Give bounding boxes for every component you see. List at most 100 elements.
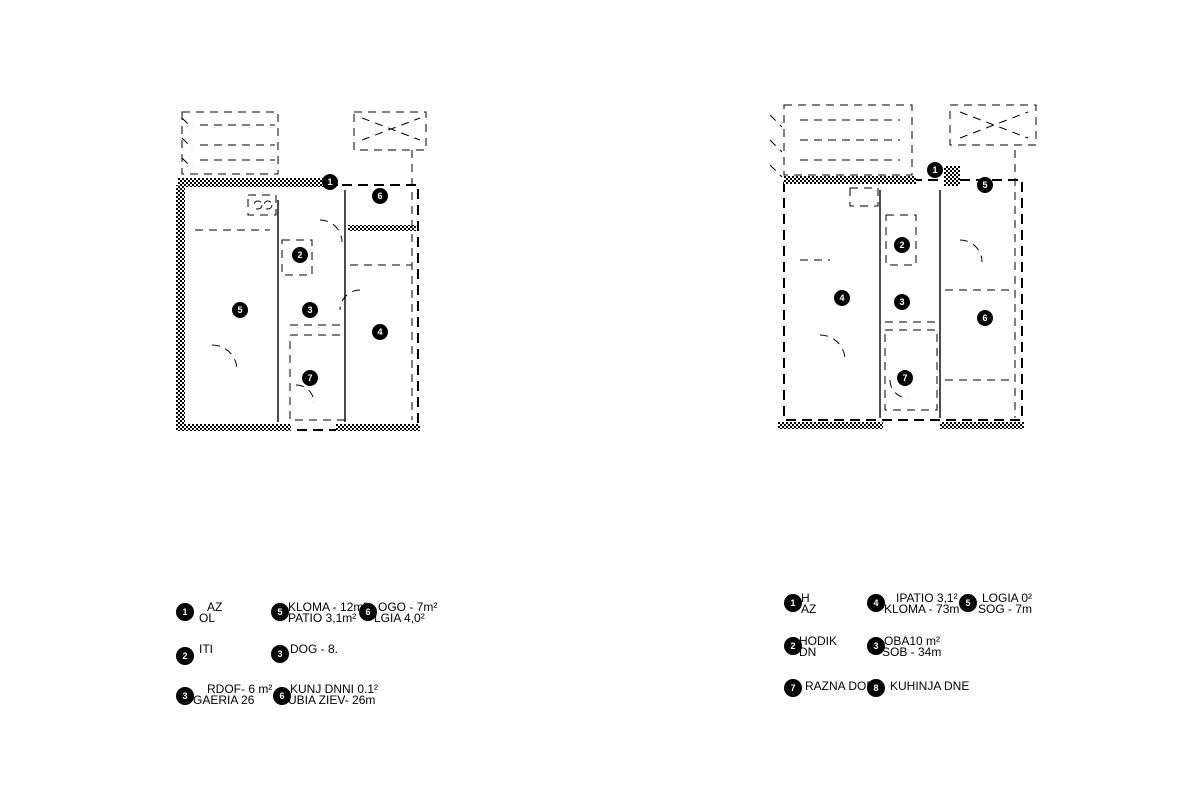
right-bath-fixture	[885, 214, 917, 266]
right-legend-item-3: 5 LOGIA 0² SOG - 7m	[959, 591, 1032, 616]
svg-text:1: 1	[932, 165, 937, 175]
svg-text:OGO - 7m²: OGO - 7m²	[378, 600, 437, 614]
svg-text:SOG - 7m: SOG - 7m	[978, 602, 1032, 616]
left-door-3	[295, 384, 315, 404]
right-room-marker-4: 4	[834, 290, 850, 306]
right-room-marker-3: 3	[894, 294, 910, 310]
svg-text:6: 6	[982, 313, 987, 323]
left-legend-item-4: 2 ITI	[176, 642, 213, 665]
svg-text:2: 2	[297, 250, 302, 260]
left-room-marker-5: 5	[232, 302, 248, 318]
svg-text:KUNJ DNNI 0.1²: KUNJ DNNI 0.1²	[290, 682, 378, 696]
svg-text:5: 5	[237, 305, 242, 315]
left-door-2	[211, 344, 238, 371]
svg-text:ITI: ITI	[199, 642, 213, 656]
svg-text:KLOMA - 12m²: KLOMA - 12m²	[288, 600, 367, 614]
left-room-marker-2: 2	[292, 247, 308, 263]
right-north-wall	[784, 176, 916, 184]
svg-text:LOGIA 0²: LOGIA 0²	[982, 591, 1032, 605]
left-loggia-wall	[348, 225, 416, 231]
right-loggia-top	[949, 104, 1037, 146]
left-door-1	[319, 219, 343, 243]
svg-text:HODIK: HODIK	[799, 634, 837, 648]
left-room-marker-7: 7	[302, 370, 318, 386]
svg-text:4: 4	[839, 293, 844, 303]
left-north-wall	[178, 178, 338, 187]
right-stove-fixture	[849, 187, 879, 207]
svg-text:1: 1	[327, 177, 332, 187]
left-stove-fixture	[247, 194, 277, 216]
left-room-marker-1: 1	[322, 174, 338, 190]
svg-text:6: 6	[377, 191, 382, 201]
left-legend-item-1: 1 AZ OL	[176, 600, 222, 625]
svg-text:3: 3	[899, 297, 904, 307]
svg-text:RAZNA DOB: RAZNA DOB	[805, 679, 874, 693]
left-legend-item-2: 5 KLOMA - 12m² PATIO 3,1m²	[271, 600, 367, 625]
left-legend-item-5: 3 DOG - 8.	[271, 642, 338, 663]
svg-text:H: H	[801, 591, 810, 605]
svg-text:7: 7	[790, 683, 795, 693]
right-room-marker-6: 6	[977, 310, 993, 326]
right-floor-plan: 1 5 2 4 3 6 7	[769, 104, 1037, 429]
svg-text:PATIO 3,1m²: PATIO 3,1m²	[288, 611, 356, 625]
right-legend-item-4: 2 HODIK DN	[784, 634, 837, 659]
svg-text:4: 4	[873, 598, 878, 608]
left-room-marker-4: 4	[372, 324, 388, 340]
left-room-marker-6: 6	[372, 188, 388, 204]
left-bath-fixture	[281, 239, 313, 276]
svg-text:3: 3	[307, 305, 312, 315]
svg-text:SOB - 34m: SOB - 34m	[882, 645, 941, 659]
svg-text:DN: DN	[799, 645, 816, 659]
svg-text:4: 4	[377, 327, 382, 337]
svg-text:OBA10 m²: OBA10 m²	[884, 634, 940, 648]
svg-text:UBIA ZIEV- 26m: UBIA ZIEV- 26m	[288, 693, 375, 707]
svg-text:IPATIO 3,1²: IPATIO 3,1²	[896, 591, 958, 605]
right-room-marker-2: 2	[894, 237, 910, 253]
left-door-4	[339, 289, 361, 311]
right-south-wall	[778, 422, 883, 429]
right-legend-item-6: 7 RAZNA DOB	[784, 679, 874, 697]
svg-text:7: 7	[307, 373, 312, 383]
right-south-wall-2	[940, 422, 1024, 429]
svg-text:3: 3	[277, 649, 282, 659]
right-door-3	[959, 239, 983, 263]
svg-text:KLOMA - 73m: KLOMA - 73m	[884, 602, 959, 616]
svg-text:8: 8	[873, 683, 878, 693]
right-terrace	[769, 104, 913, 178]
right-legend-item-5: 3 OBA10 m² SOB - 34m	[867, 634, 941, 659]
left-legend-item-3: 6 OGO - 7m² LGIA 4,0²	[359, 600, 437, 625]
right-column	[944, 166, 960, 186]
right-legend-item-7: 8 KUHINJA DNE	[867, 679, 969, 697]
svg-text:LGIA 4,0²: LGIA 4,0²	[374, 611, 425, 625]
svg-text:3: 3	[182, 691, 187, 701]
svg-text:DOG - 8.: DOG - 8.	[290, 642, 338, 656]
left-legend: 1 AZ OL 5 KLOMA - 12m² PATIO 3,1m² 6 OGO…	[176, 600, 437, 707]
right-legend: 1 H AZ 4 IPATIO 3,1² KLOMA - 73m 5 LOGIA…	[784, 591, 1032, 697]
left-floor-plan: 1 6 2 5 3 4 7	[176, 111, 427, 431]
svg-text:6: 6	[365, 607, 370, 617]
svg-text:5: 5	[965, 598, 970, 608]
svg-text:RDOF- 6 m²: RDOF- 6 m²	[207, 682, 272, 696]
svg-text:GAERIA 26: GAERIA 26	[193, 693, 255, 707]
svg-text:5: 5	[277, 607, 282, 617]
right-legend-item-2: 4 IPATIO 3,1² KLOMA - 73m	[867, 591, 959, 616]
svg-text:3: 3	[873, 641, 878, 651]
left-terrace	[181, 111, 279, 175]
svg-text:KUHINJA DNE: KUHINJA DNE	[890, 679, 969, 693]
left-outer-wall	[181, 184, 419, 431]
svg-text:2: 2	[899, 240, 904, 250]
right-bathroom	[884, 329, 938, 411]
svg-text:AZ: AZ	[207, 600, 222, 614]
right-room-marker-7: 7	[897, 370, 913, 386]
right-legend-item-1: 1 H AZ	[784, 591, 816, 616]
svg-text:7: 7	[902, 373, 907, 383]
svg-text:AZ: AZ	[801, 602, 816, 616]
left-room-marker-3: 3	[302, 302, 318, 318]
svg-text:1: 1	[182, 607, 187, 617]
left-west-wall	[176, 185, 185, 430]
svg-text:2: 2	[790, 641, 795, 651]
left-south-wall-2	[336, 424, 420, 431]
svg-text:6: 6	[279, 691, 284, 701]
left-legend-item-6: 3 RDOF- 6 m² GAERIA 26	[176, 682, 272, 707]
